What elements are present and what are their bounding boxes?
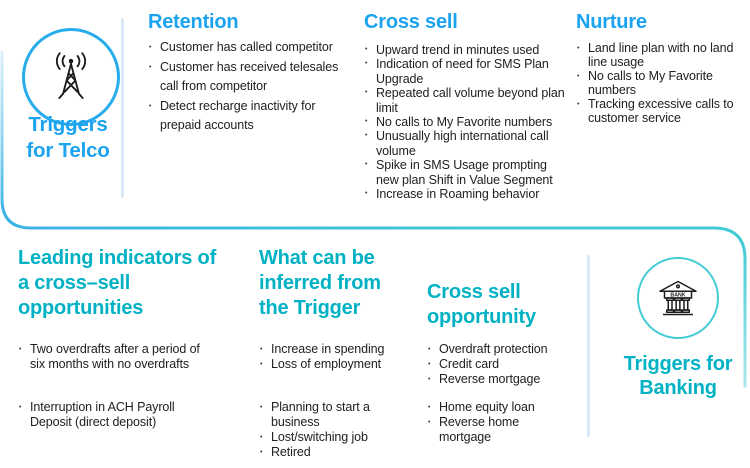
bullet-list: Customer has called competitor Customer … bbox=[148, 38, 343, 136]
list-item: Detect recharge inactivity for prepaid a… bbox=[148, 97, 343, 136]
list-item: Home equity loan bbox=[427, 400, 557, 415]
column-title: Cross sell bbox=[364, 11, 458, 33]
list-item: Upward trend in minutes used bbox=[364, 43, 569, 58]
bullet-list: Interruption in ACH Payroll Deposit (dir… bbox=[18, 400, 200, 430]
column-leading-indicators: Leading indicators of a cross–sell oppor… bbox=[18, 246, 234, 430]
bullet-list: Upward trend in minutes used Indication … bbox=[364, 43, 569, 202]
bank-icon-text: BANK bbox=[670, 293, 685, 299]
title-line: Leading indicators of bbox=[18, 247, 217, 269]
title-line: opportunities bbox=[18, 297, 144, 319]
title-line: a cross–sell bbox=[18, 272, 131, 294]
list-item: No calls to My Favorite numbers bbox=[364, 115, 569, 130]
banking-label-line2: Banking bbox=[639, 377, 717, 399]
title-line: the Trigger bbox=[259, 297, 361, 319]
vertical-divider-bottom bbox=[587, 255, 590, 437]
list-item: Tracking excessive calls to customer ser… bbox=[576, 97, 750, 126]
bullet-list: Two overdrafts after a period of six mon… bbox=[18, 342, 200, 372]
column-cross-sell-opportunity: Cross sell opportunity Overdraft protect… bbox=[427, 280, 577, 445]
list-item: Credit card bbox=[427, 357, 557, 372]
banking-label-line1: Triggers for bbox=[623, 353, 733, 375]
telco-icon-circle bbox=[22, 28, 120, 126]
list-item: Overdraft protection bbox=[427, 342, 557, 357]
list-item: Retired bbox=[259, 445, 411, 460]
list-item: Lost/switching job bbox=[259, 430, 411, 445]
list-item: Reverse home mortgage bbox=[427, 415, 557, 445]
banking-icon-circle: BANK bbox=[637, 257, 719, 339]
list-item: Increase in spending bbox=[259, 342, 411, 357]
list-item: Repeated call volume beyond plan limit bbox=[364, 86, 569, 115]
list-item: Land line plan with no land line usage bbox=[576, 41, 750, 70]
column-title: What can be inferred from the Trigger bbox=[259, 246, 424, 321]
list-item: Loss of employment bbox=[259, 357, 411, 372]
title-line: What can be bbox=[259, 247, 375, 269]
vertical-divider-top bbox=[121, 18, 124, 198]
bullet-list: Home equity loan Reverse home mortgage bbox=[427, 400, 557, 445]
bullet-list: Increase in spending Loss of employment bbox=[259, 342, 411, 372]
title-line: opportunity bbox=[427, 306, 536, 328]
bank-icon: BANK bbox=[659, 280, 697, 316]
bullet-list: Overdraft protection Credit card Reverse… bbox=[427, 342, 557, 387]
title-line: inferred from bbox=[259, 272, 381, 294]
banking-group-label: Triggers for Banking bbox=[598, 352, 750, 400]
column-nurture: Nurture Land line plan with no land line… bbox=[576, 10, 750, 125]
list-item: Unusually high international call volume bbox=[364, 129, 569, 158]
list-item: Reverse mortgage bbox=[427, 372, 557, 387]
bullet-list: Planning to start a business Lost/switch… bbox=[259, 400, 411, 460]
column-cross-sell: Cross sell Upward trend in minutes used … bbox=[364, 10, 569, 202]
column-inferred-from-trigger: What can be inferred from the Trigger In… bbox=[259, 246, 424, 460]
column-title: Leading indicators of a cross–sell oppor… bbox=[18, 246, 234, 321]
telco-label-line1: Triggers bbox=[28, 113, 108, 136]
list-item: Planning to start a business bbox=[259, 400, 411, 430]
list-item: Indication of need for SMS Plan Upgrade bbox=[364, 57, 569, 86]
list-item: Customer has called competitor bbox=[148, 38, 343, 58]
radio-tower-icon bbox=[55, 52, 87, 99]
title-line: Cross sell bbox=[427, 281, 521, 303]
column-title: Nurture bbox=[576, 11, 647, 33]
list-item: Interruption in ACH Payroll Deposit (dir… bbox=[18, 400, 200, 430]
list-item: Increase in Roaming behavior bbox=[364, 187, 569, 202]
telco-label-line2: for Telco bbox=[26, 139, 110, 162]
list-item: Customer has received telesales call fro… bbox=[148, 58, 343, 97]
list-item: Two overdrafts after a period of six mon… bbox=[18, 342, 200, 372]
list-item: Spike in SMS Usage prompting new plan Sh… bbox=[364, 158, 569, 187]
column-title: Retention bbox=[148, 11, 239, 33]
column-title: Cross sell opportunity bbox=[427, 280, 577, 330]
bullet-list: Land line plan with no land line usage N… bbox=[576, 41, 750, 126]
telco-group-label: Triggers for Telco bbox=[3, 112, 133, 164]
list-item: No calls to My Favorite numbers bbox=[576, 69, 750, 98]
column-retention: Retention Customer has called competitor… bbox=[148, 10, 343, 136]
